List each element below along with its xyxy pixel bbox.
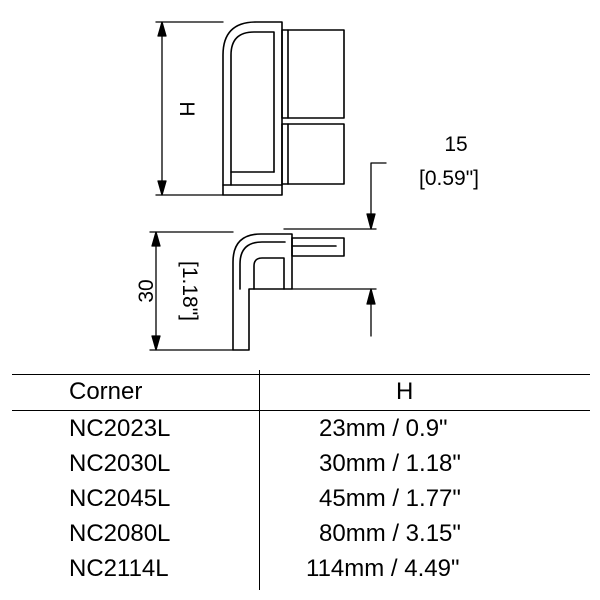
corner-front-view xyxy=(222,21,345,196)
elbow-outer-outline xyxy=(232,233,293,351)
side-flange xyxy=(291,237,345,257)
corner-body-outline xyxy=(222,21,283,196)
corner-size-table: Corner H NC2023L 23mm / 0.9" NC2030L 30m… xyxy=(12,370,590,590)
table-header-rule xyxy=(12,410,590,411)
height-dimension xyxy=(155,21,224,196)
offset-dimension xyxy=(283,162,387,337)
row-height-value: 80mm / 3.15" xyxy=(319,520,461,547)
elbow-inner-line-1 xyxy=(239,241,286,290)
row-height-value: 45mm / 1.77" xyxy=(319,485,461,512)
side-label: 30 xyxy=(135,279,158,302)
offset-label: 15 xyxy=(444,133,467,156)
lower-flange xyxy=(281,123,345,185)
offset-arrow-bottom xyxy=(366,288,376,305)
side-dimension xyxy=(149,231,234,351)
row-corner-code: NC2023L xyxy=(69,415,171,442)
height-label: H xyxy=(175,101,198,116)
corner-base-step xyxy=(222,171,283,186)
elbow-inner-line-2 xyxy=(253,257,285,290)
row-height-value: 23mm / 0.9" xyxy=(319,415,448,442)
row-corner-code: NC2045L xyxy=(69,485,171,512)
height-arrow-bottom xyxy=(157,180,167,196)
row-corner-code: NC2080L xyxy=(69,520,171,547)
offset-arrow-top xyxy=(366,213,376,230)
side-arrow-top xyxy=(151,231,161,247)
side-arrow-bottom xyxy=(151,335,161,351)
table-column-divider xyxy=(259,370,260,590)
offset-label-inches: [0.59"] xyxy=(419,167,479,190)
header-h: H xyxy=(396,378,414,405)
row-height-value: 114mm / 4.49" xyxy=(306,555,460,582)
row-corner-code: NC2114L xyxy=(69,555,169,582)
height-arrow-top xyxy=(157,21,167,37)
upper-flange xyxy=(281,29,345,119)
table-top-rule xyxy=(12,374,590,375)
header-corner: Corner xyxy=(69,378,143,405)
row-corner-code: NC2030L xyxy=(69,450,171,477)
corner-side-view xyxy=(232,233,345,351)
side-label-inches: [1.18"] xyxy=(178,261,201,321)
corner-technical-drawing: H 15 [0.59"] 30 [1.18"] xyxy=(135,21,479,351)
offset-leader-top xyxy=(370,162,387,225)
corner-inner-line xyxy=(230,31,275,186)
row-height-value: 30mm / 1.18" xyxy=(319,450,461,477)
